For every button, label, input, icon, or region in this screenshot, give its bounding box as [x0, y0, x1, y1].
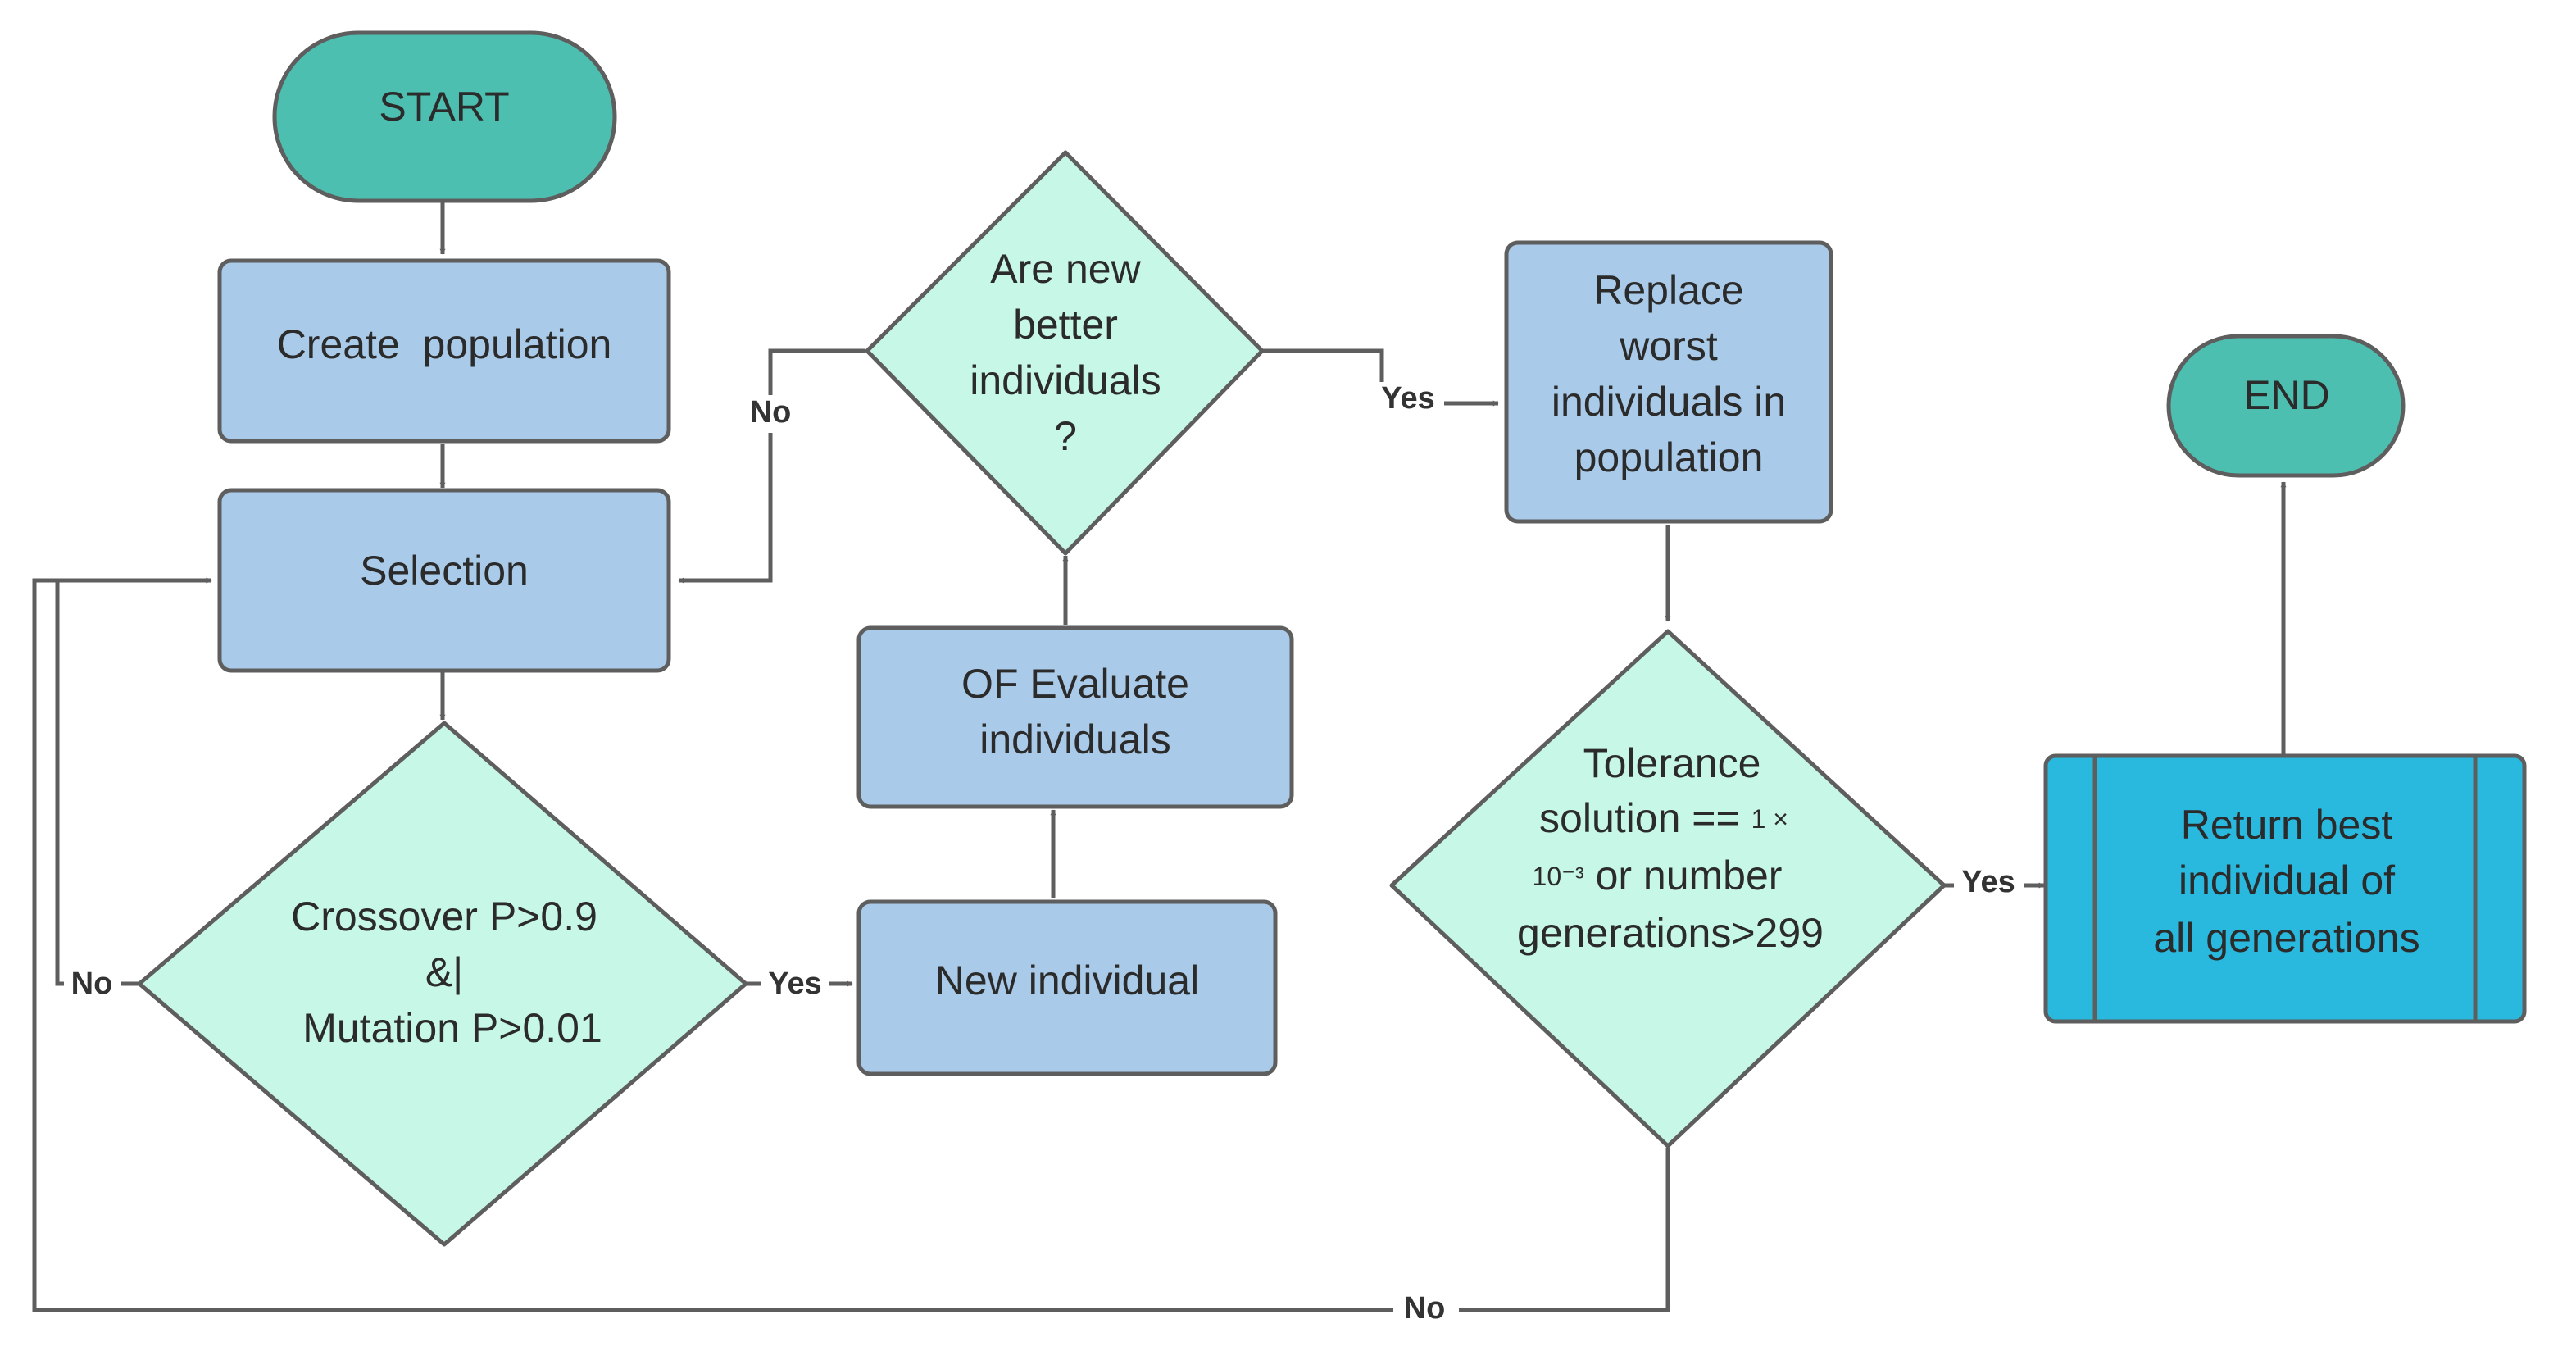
tolerance-line-2-small: 1 × — [1751, 804, 1788, 834]
replace-line-1: Replace — [1593, 267, 1743, 313]
crossover-yes-label: Yes — [768, 967, 822, 1001]
return-best-line-1: Return best — [2181, 802, 2393, 848]
start-label: START — [379, 84, 509, 130]
tolerance-line-3: 10⁻³ or number — [1533, 853, 1783, 898]
replace-line-2: worst — [1619, 323, 1718, 369]
crossover-no-label: No — [71, 967, 113, 1001]
better-no-label: No — [750, 395, 792, 430]
of-evaluate-line-1: OF Evaluate — [961, 661, 1189, 707]
replace-worst-process: Replace worst individuals in population — [1504, 240, 1833, 524]
better-individuals-decision: Are new better individuals ? — [865, 150, 1265, 556]
tolerance-line-2: solution == 1 × — [1539, 795, 1788, 841]
selection-label: Selection — [360, 548, 529, 594]
tolerance-line-2-text: solution == — [1539, 795, 1751, 841]
create-population-process: Create population — [217, 258, 671, 444]
tolerance-yes-label: Yes — [1961, 865, 2015, 899]
edge-crossover-no — [55, 577, 212, 986]
tolerance-decision: Tolerance solution == 1 × 10⁻³ or number… — [1389, 629, 1947, 1149]
return-best-line-3: all generations — [2153, 915, 2419, 961]
tolerance-line-3-text: or number — [1584, 853, 1783, 898]
new-individual-label: New individual — [935, 958, 1199, 1003]
crossover-line-1: Crossover P>0.9 — [291, 894, 597, 939]
of-evaluate-line-2: individuals — [979, 716, 1170, 762]
tolerance-line-4: generations>299 — [1517, 910, 1824, 956]
create-population-label: Create population — [277, 321, 612, 367]
selection-process: Selection — [217, 488, 671, 673]
return-best-line-2: individual of — [2178, 857, 2395, 903]
end-label: END — [2243, 372, 2330, 418]
better-line-1: Are new — [990, 246, 1141, 292]
edge-labels: No Yes No Yes Yes No — [64, 381, 2024, 1330]
end-terminator: END — [2166, 334, 2406, 478]
tolerance-no-label: No — [1404, 1291, 1446, 1326]
replace-line-3: individuals in — [1552, 379, 1786, 425]
better-line-2: better — [1013, 302, 1118, 348]
start-terminator: START — [272, 30, 617, 203]
better-yes-label: Yes — [1381, 381, 1435, 416]
return-best-predefined-process: Return best individual of all generation… — [2043, 753, 2527, 1024]
crossover-line-3: Mutation P>0.01 — [302, 1005, 602, 1051]
crossover-mutation-decision: Crossover P>0.9 &| Mutation P>0.01 — [137, 721, 748, 1247]
better-line-4: ? — [1054, 413, 1077, 459]
tolerance-line-1: Tolerance — [1583, 740, 1761, 786]
of-evaluate-process: OF Evaluate individuals — [856, 625, 1294, 809]
new-individual-process: New individual — [856, 899, 1278, 1076]
replace-line-4: population — [1574, 434, 1764, 480]
better-line-3: individuals — [970, 357, 1161, 403]
edge-tolerance-no — [32, 577, 1670, 1312]
crossover-line-2: &| — [425, 949, 463, 995]
tolerance-line-3-small: 10⁻³ — [1533, 862, 1584, 891]
edge-better-no — [678, 348, 865, 584]
